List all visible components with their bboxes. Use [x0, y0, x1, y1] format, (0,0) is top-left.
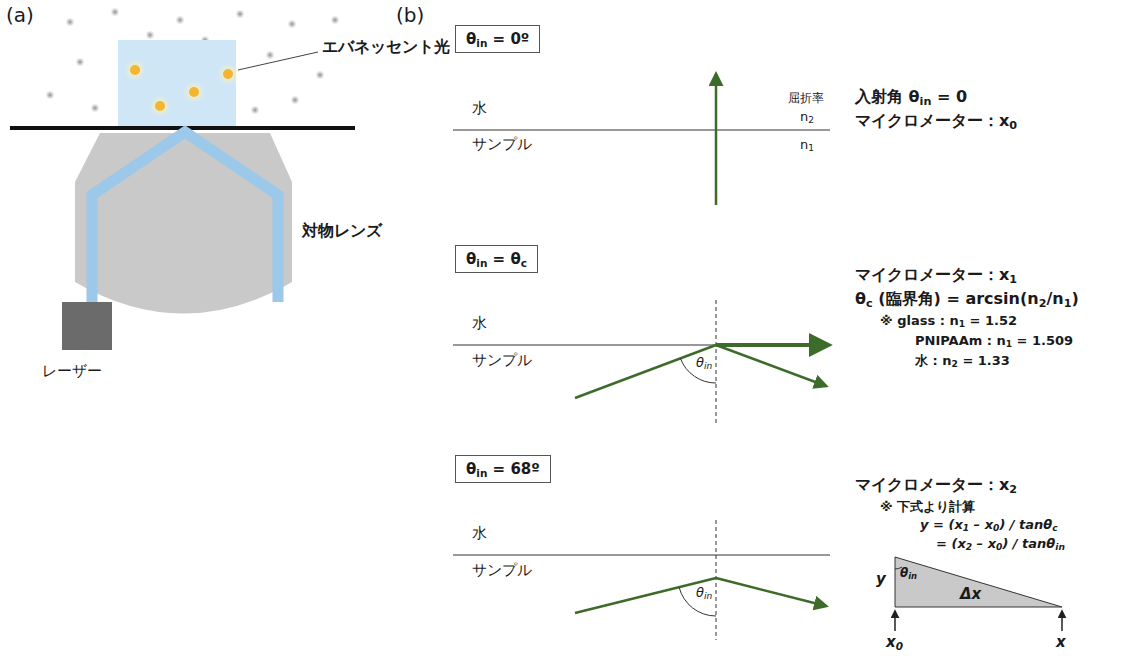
medium-name: サンプル [472, 136, 532, 153]
fluorescent-particles [124, 59, 239, 117]
objective-lens [75, 133, 292, 314]
refractive-index: n2 [800, 110, 814, 125]
interface [453, 130, 830, 131]
formula: y = (x1 – x0) / tanθc [920, 518, 1058, 533]
medium-name: 水 [472, 525, 487, 542]
geometry-triangle [895, 557, 1062, 607]
laser-path [92, 132, 278, 302]
medium-name: 水 [472, 100, 487, 117]
part-name: 対物レンズ [302, 222, 382, 240]
formula: = (x2 – x0) / tanθin [936, 537, 1065, 552]
light-ray [715, 74, 718, 205]
condition-box: θin = 68º [455, 455, 551, 483]
interface [453, 555, 830, 556]
condition-box: θin = θc [455, 245, 538, 273]
condition-note: 入射角 θin = 0 [855, 88, 967, 106]
dimension-label: Δx [960, 586, 981, 603]
formula: θc (臨界角) = arcsin(n2/n1) [855, 290, 1079, 308]
panel-label: (a) [6, 4, 34, 27]
laser-label: レーザー [42, 362, 102, 381]
micrometer-reading: マイクロメーター：x2 [855, 476, 1017, 494]
medium-name: サンプル [472, 562, 532, 579]
light-ray [716, 343, 828, 347]
position-arrow [1061, 611, 1063, 631]
condition-label: θin = 0º [466, 30, 529, 48]
light-ray [575, 345, 716, 398]
position-label: x0 [886, 634, 903, 651]
position-arrow [894, 611, 896, 631]
angle-label: θin [696, 356, 712, 371]
note: ※ 下式より計算 [880, 500, 975, 515]
condition-box: θin = 0º [455, 25, 540, 53]
column-heading: 屈折率 [788, 92, 824, 106]
medium-name: 水 [472, 315, 487, 332]
note: 水 : n2 = 1.33 [915, 354, 1010, 369]
light-ray [716, 578, 826, 606]
light-ray [716, 345, 826, 386]
interface [453, 345, 830, 346]
laser-source: レーザー [62, 302, 112, 350]
angle-label: θin [696, 586, 712, 601]
condition-label: θin = 68º [466, 460, 540, 478]
light-ray [575, 578, 716, 613]
micrometer-reading: マイクロメーター：x0 [855, 112, 1017, 130]
normal-line [716, 300, 717, 425]
refractive-index: n1 [800, 138, 814, 153]
dimension-label: y [876, 571, 886, 588]
micrometer-reading: マイクロメーター：x1 [855, 266, 1017, 284]
panel-label: (b) [396, 4, 424, 27]
part-name: エバネッセント光 [322, 38, 450, 56]
position-label: x [1056, 634, 1066, 651]
angle-label: θin [900, 567, 917, 581]
medium-name: サンプル [472, 352, 532, 369]
evanescent-region [118, 40, 236, 126]
note: ※ glass : n1 = 1.52 [880, 314, 1017, 329]
condition-label: θin = θc [466, 250, 527, 268]
note: PNIPAAm : n1 = 1.509 [915, 334, 1073, 349]
normal-line [716, 520, 717, 640]
leader-line [238, 52, 318, 70]
